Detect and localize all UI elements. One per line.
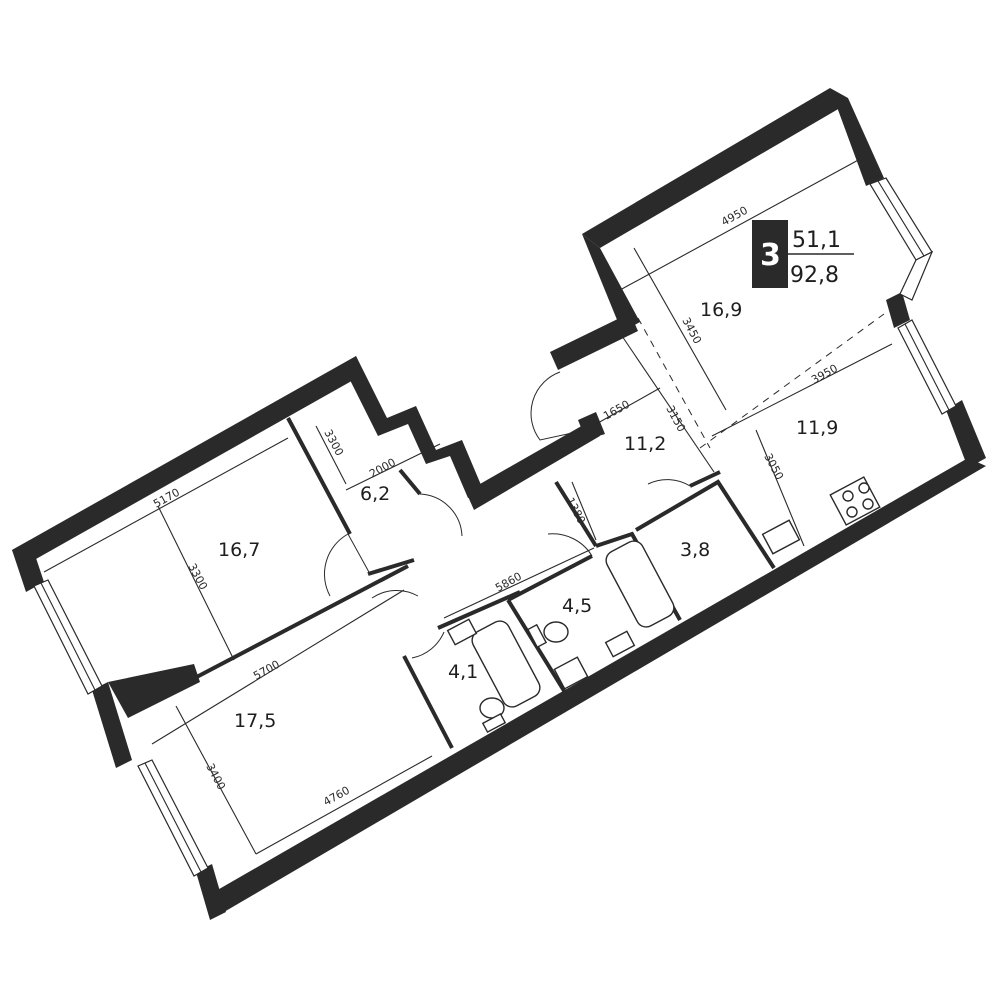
- burner: [846, 506, 858, 518]
- bathtub-left: [471, 620, 541, 708]
- area-corridor: 11,2: [624, 433, 666, 455]
- wall-bath2-top: [507, 554, 593, 602]
- burner: [842, 490, 854, 502]
- dim-line-3950: [711, 343, 893, 437]
- windows: [33, 177, 957, 877]
- wall-bath-top: [437, 590, 521, 630]
- area-living-room: 17,5: [234, 710, 276, 732]
- dim-2000: 2000: [367, 456, 398, 481]
- dim-3400: 3400: [203, 761, 228, 792]
- wall-right-bay: [886, 292, 910, 328]
- dim-line-4760: [255, 755, 433, 855]
- door-bath-mid: [547, 533, 593, 557]
- toilet-small-tank: [481, 712, 507, 734]
- wall-living-top: [129, 564, 409, 714]
- wall-wc-top: [634, 479, 776, 570]
- badge-room-count-bg: [752, 220, 788, 288]
- wall-center-stub: [578, 412, 605, 440]
- door-bedroom: [323, 533, 371, 597]
- room-areas: 16,7 6,2 17,5 4,1 4,5 3,8 11,2 16,9 11,9: [218, 299, 838, 732]
- dim-line-5170: [43, 437, 289, 573]
- dim-4760: 4760: [321, 784, 352, 809]
- area-bedroom-left: 16,7: [218, 539, 260, 561]
- burner: [858, 482, 870, 494]
- shaft: [553, 656, 589, 690]
- wall-entrance-top: [550, 313, 638, 370]
- dim-line-2000: [345, 443, 441, 491]
- dim-5700: 5700: [251, 658, 282, 683]
- window-bay-lower: [899, 250, 934, 301]
- toilet-mid-tank: [526, 623, 548, 649]
- exterior-walls: [12, 88, 986, 920]
- wall-right-upper: [830, 88, 884, 186]
- wall-hall-bottom: [367, 558, 415, 576]
- zone-line: [637, 317, 711, 449]
- dim-3150: 3150: [663, 403, 688, 434]
- fixtures: [446, 476, 881, 734]
- dim-line-1380: [571, 481, 597, 541]
- badge-room-count: 3: [760, 238, 781, 273]
- door-wc: [647, 479, 691, 487]
- area-bathroom-small: 4,1: [448, 661, 478, 683]
- wall-left-mid: [92, 682, 132, 768]
- dim-line-1650: [581, 387, 661, 433]
- kitchen-sink: [761, 519, 801, 555]
- area-bathroom-right: 3,8: [680, 539, 710, 561]
- dim-4950: 4950: [719, 204, 750, 229]
- wall-bed-hall: [286, 417, 352, 535]
- wall-left-notch: [347, 356, 484, 498]
- badge-living-area: 51,1: [792, 228, 841, 253]
- dim-line-3150: [621, 335, 715, 473]
- dim-line-3450: [633, 247, 727, 411]
- wall-right-inner-left: [582, 234, 640, 332]
- doors: [323, 371, 691, 659]
- area-bedroom-right: 16,9: [700, 299, 742, 321]
- door-hall: [419, 493, 463, 537]
- door-bath-small: [411, 631, 445, 659]
- dim-3050: 3050: [761, 451, 786, 482]
- wall-left-lower: [196, 864, 226, 920]
- dim-1650: 1650: [601, 398, 632, 423]
- toilet-mid: [543, 621, 569, 643]
- burner: [862, 498, 874, 510]
- door-living: [371, 589, 419, 599]
- wall-center-top: [466, 420, 600, 510]
- wall-hall-right: [398, 468, 422, 496]
- sink-small: [446, 618, 478, 646]
- dim-3950: 3950: [809, 362, 840, 387]
- wall-left-top: [12, 356, 364, 568]
- dim-line-4950: [619, 157, 863, 291]
- wall-right-top: [582, 88, 840, 248]
- badge-total-area: 92,8: [790, 263, 839, 288]
- dimension-lines: [43, 157, 893, 855]
- area-bathroom-mid: 4,5: [562, 595, 592, 617]
- wall-living-right: [402, 655, 454, 749]
- wall-bottom: [214, 458, 986, 912]
- wall-corridor: [689, 470, 721, 488]
- wall-left-end: [12, 540, 44, 592]
- dim-line-3050: [755, 429, 805, 547]
- wall-right-lower: [946, 400, 986, 468]
- dim-line-3300-hall: [315, 425, 347, 485]
- dim-line-5700: [151, 589, 405, 745]
- bathtub-right: [605, 540, 675, 628]
- area-hall: 6,2: [360, 483, 390, 505]
- dim-3300-bed: 3300: [185, 561, 210, 592]
- dim-line-3300-bed: [157, 505, 235, 661]
- area-kitchen: 11,9: [796, 417, 838, 439]
- zone-lines: [637, 313, 885, 449]
- sink-mid: [604, 630, 636, 658]
- summary-badge: 3 51,1 92,8: [752, 220, 854, 288]
- dim-line-3400: [175, 705, 257, 855]
- wall-corridor-left: [554, 480, 598, 548]
- wall-bed-living: [108, 664, 200, 718]
- dim-line-5860: [443, 547, 595, 619]
- door-entrance: [530, 371, 587, 441]
